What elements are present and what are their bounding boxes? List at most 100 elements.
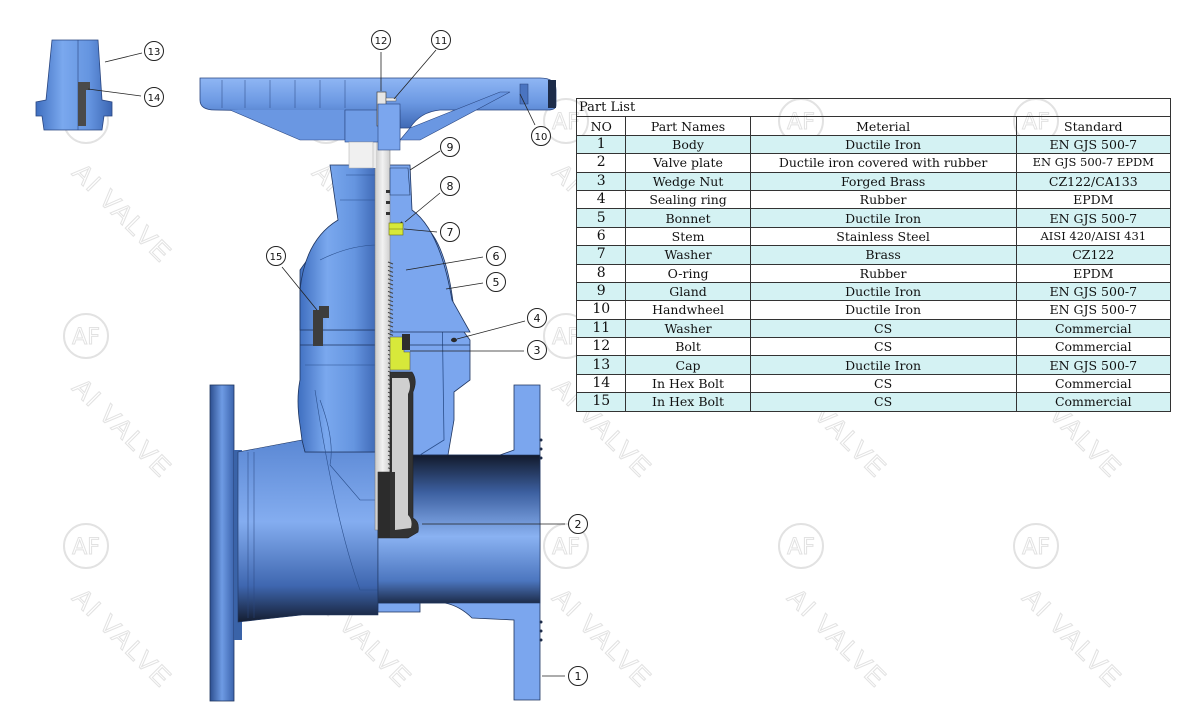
washer-part-7: [388, 222, 404, 236]
cell-part-name: O-ring: [625, 263, 751, 283]
cell-no: 14: [575, 373, 627, 394]
callout-14: 14: [144, 87, 164, 107]
cell-no: 3: [575, 171, 627, 191]
cell-standard: AISI 420/AISI 431: [1015, 226, 1172, 247]
cell-no: 1: [575, 134, 627, 155]
cell-material: CS: [749, 318, 1017, 339]
cell-material: Rubber: [749, 263, 1017, 283]
cell-standard: EN GJS 500-7 EPDM: [1015, 153, 1172, 173]
callout-number: 7: [447, 226, 454, 239]
cell-no: 9: [575, 281, 627, 302]
cell-no: 8: [575, 263, 627, 283]
cell-part-name: In Hex Bolt: [625, 373, 751, 394]
callout-2: 2: [568, 514, 588, 534]
cap-part-13: [35, 39, 113, 131]
cell-standard: EPDM: [1015, 263, 1172, 283]
header-material: Meterial: [749, 116, 1017, 136]
callout-4: 4: [527, 308, 547, 328]
callout-number: 1: [575, 670, 582, 683]
cell-standard: CZ122/CA133: [1015, 171, 1172, 191]
cell-no: 12: [575, 337, 627, 357]
callout-number: 15: [270, 252, 283, 263]
cell-standard: EN GJS 500-7: [1015, 281, 1172, 302]
callout-number: 11: [435, 36, 448, 47]
callout-9: 9: [440, 137, 460, 157]
callout-13: 13: [144, 41, 164, 61]
cell-part-name: Washer: [625, 318, 751, 339]
cell-standard: CZ122: [1015, 245, 1172, 265]
cell-standard: EN GJS 500-7: [1015, 355, 1172, 375]
cell-material: Rubber: [749, 189, 1017, 210]
cell-material: Brass: [749, 245, 1017, 265]
cell-standard: EPDM: [1015, 189, 1172, 210]
cell-standard: Commercial: [1015, 373, 1172, 394]
cell-no: 5: [575, 208, 627, 228]
cell-no: 15: [575, 392, 627, 412]
cell-part-name: Sealing ring: [625, 189, 751, 210]
part-list-table: Part List NO Part Names Meterial Standar…: [575, 97, 1172, 412]
gland-part-9: [386, 167, 411, 215]
cell-standard: EN GJS 500-7: [1015, 300, 1172, 320]
cell-material: Ductile Iron: [749, 300, 1017, 320]
callout-number: 2: [575, 518, 582, 531]
cell-part-name: Handwheel: [625, 300, 751, 320]
cell-material: Ductile Iron: [749, 134, 1017, 155]
header-standard: Standard: [1015, 116, 1172, 136]
cell-standard: EN GJS 500-7: [1015, 134, 1172, 155]
cell-part-name: Wedge Nut: [625, 171, 751, 191]
cell-material: Ductile Iron: [749, 208, 1017, 228]
callout-number: 12: [375, 36, 388, 47]
part-list-title: Part List: [576, 97, 1171, 118]
bonnet-part-5: [299, 164, 471, 346]
callout-3: 3: [527, 340, 547, 360]
cell-standard: Commercial: [1015, 318, 1172, 339]
cell-standard: Commercial: [1015, 337, 1172, 357]
cell-material: Ductile Iron: [749, 355, 1017, 375]
cell-part-name: Washer: [625, 245, 751, 265]
header-part-names: Part Names: [625, 116, 751, 136]
cell-material: CS: [749, 373, 1017, 394]
callout-number: 3: [534, 344, 541, 357]
cell-material: Forged Brass: [749, 171, 1017, 191]
cell-material: CS: [749, 392, 1017, 412]
callout-number: 8: [447, 180, 454, 193]
valve-plate-part-2: [377, 371, 419, 539]
cell-standard: Commercial: [1015, 392, 1172, 412]
callout-8: 8: [440, 176, 460, 196]
cell-no: 2: [575, 153, 627, 173]
cell-part-name: In Hex Bolt: [625, 392, 751, 412]
wedge-nut-part-3: [389, 334, 411, 371]
cell-material: Ductile iron covered with rubber: [749, 153, 1017, 173]
callout-15: 15: [266, 246, 286, 266]
cell-no: 10: [575, 300, 627, 320]
cell-material: CS: [749, 337, 1017, 357]
callout-number: 5: [493, 276, 500, 289]
callout-11: 11: [431, 30, 451, 50]
callout-12: 12: [371, 30, 391, 50]
callout-number: 10: [535, 132, 548, 143]
cell-standard: EN GJS 500-7: [1015, 208, 1172, 228]
callout-7: 7: [440, 222, 460, 242]
cell-no: 11: [575, 318, 627, 339]
cell-part-name: Body: [625, 134, 751, 155]
callout-10: 10: [531, 126, 551, 146]
cell-part-name: Gland: [625, 281, 751, 302]
callout-number: 9: [447, 141, 454, 154]
cell-no: 6: [575, 226, 627, 247]
